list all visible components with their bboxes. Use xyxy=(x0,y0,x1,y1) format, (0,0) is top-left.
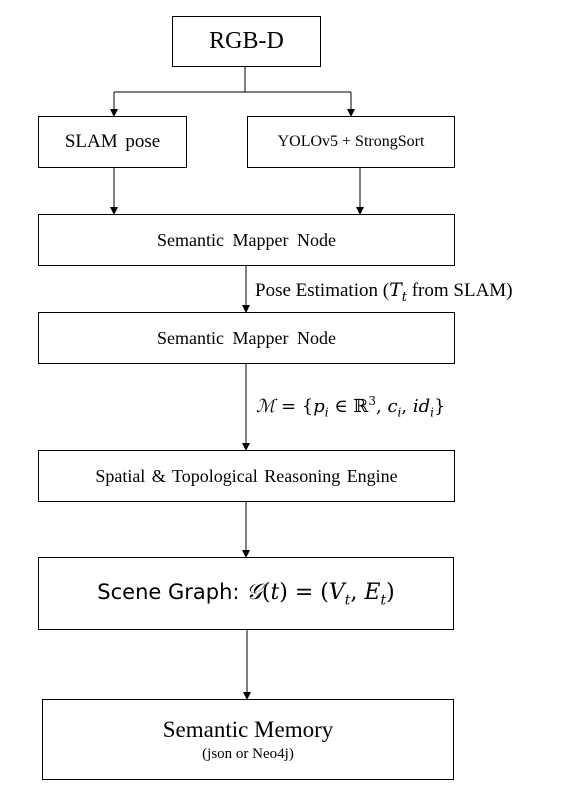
rgbd-label: RGB-D xyxy=(209,28,284,54)
semantic-memory-title: Semantic Memory xyxy=(162,716,334,742)
semantic-mapper-label-2: Semantic Mapper Node xyxy=(157,327,336,348)
pose-estimation-label: Pose Estimation (Tt from SLAM) xyxy=(255,279,513,305)
yolo-strongsort-node: YOLOv5 + StrongSort xyxy=(247,116,455,168)
scene-graph-formula: 𝒢(t) = (Vt, Et) xyxy=(246,579,395,609)
semantic-mapper-node-1: Semantic Mapper Node xyxy=(38,214,455,266)
slam-pose-label: SLAM pose xyxy=(64,131,161,152)
slam-pose-node: SLAM pose xyxy=(38,116,187,168)
semantic-mapper-node-2: Semantic Mapper Node xyxy=(38,312,455,364)
scene-graph-prefix: Scene Graph: xyxy=(97,579,247,604)
reasoning-engine-node: Spatial & Topological Reasoning Engine xyxy=(38,450,455,502)
semantic-memory-node: Semantic Memory (json or Neo4j) xyxy=(42,699,454,780)
pose-symbol: Tt xyxy=(389,279,407,305)
scene-graph-node: Scene Graph: 𝒢(t) = (Vt, Et) xyxy=(38,557,454,630)
yolo-strongsort-label: YOLOv5 + StrongSort xyxy=(277,133,425,150)
semantic-memory-subtitle: (json or Neo4j) xyxy=(202,745,294,762)
pose-estimation-prefix: Pose Estimation ( xyxy=(255,280,390,301)
semantic-map-formula: ℳ = {pi ∈ ℝ3, ci, idi} xyxy=(256,394,446,420)
rgbd-node: RGB-D xyxy=(172,16,321,67)
scene-graph-label: Scene Graph: 𝒢(t) = (Vt, Et) xyxy=(97,579,394,608)
reasoning-engine-label: Spatial & Topological Reasoning Engine xyxy=(95,465,398,486)
semantic-mapper-label-1: Semantic Mapper Node xyxy=(157,229,336,250)
pose-estimation-suffix: from SLAM) xyxy=(406,280,513,301)
